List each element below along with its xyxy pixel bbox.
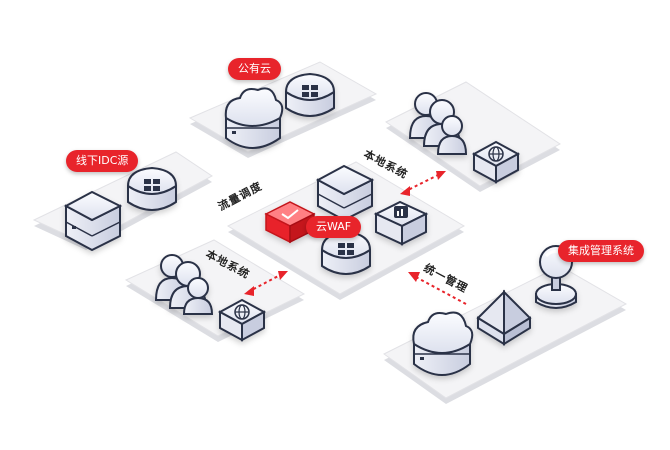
globe-box-icon — [471, 140, 521, 184]
people-group-icon-left — [154, 254, 214, 315]
hexagon-server-icon-center — [315, 164, 375, 222]
connector-unified — [408, 272, 467, 305]
grid-box-icon — [284, 72, 336, 117]
cloud-server-icon-bottom — [412, 311, 474, 376]
chart-box-icon — [373, 200, 429, 246]
connector-right — [400, 171, 446, 196]
label-offline-idc: 线下IDC源 — [66, 150, 139, 172]
people-group-icon — [408, 92, 468, 155]
connector-left — [244, 271, 288, 296]
cloud-server-icon — [224, 87, 284, 149]
label-cloud-waf[interactable]: 云WAF — [306, 216, 362, 238]
label-integrated-mgmt: 集成管理系统 — [558, 240, 644, 262]
globe-box-icon-left — [217, 298, 267, 342]
pyramid-icon — [476, 289, 532, 346]
grid-box-icon-idc — [126, 166, 178, 211]
label-public-cloud: 公有云 — [228, 58, 281, 80]
grid-box-icon-center — [320, 230, 372, 275]
hexagon-server-icon — [63, 190, 123, 252]
